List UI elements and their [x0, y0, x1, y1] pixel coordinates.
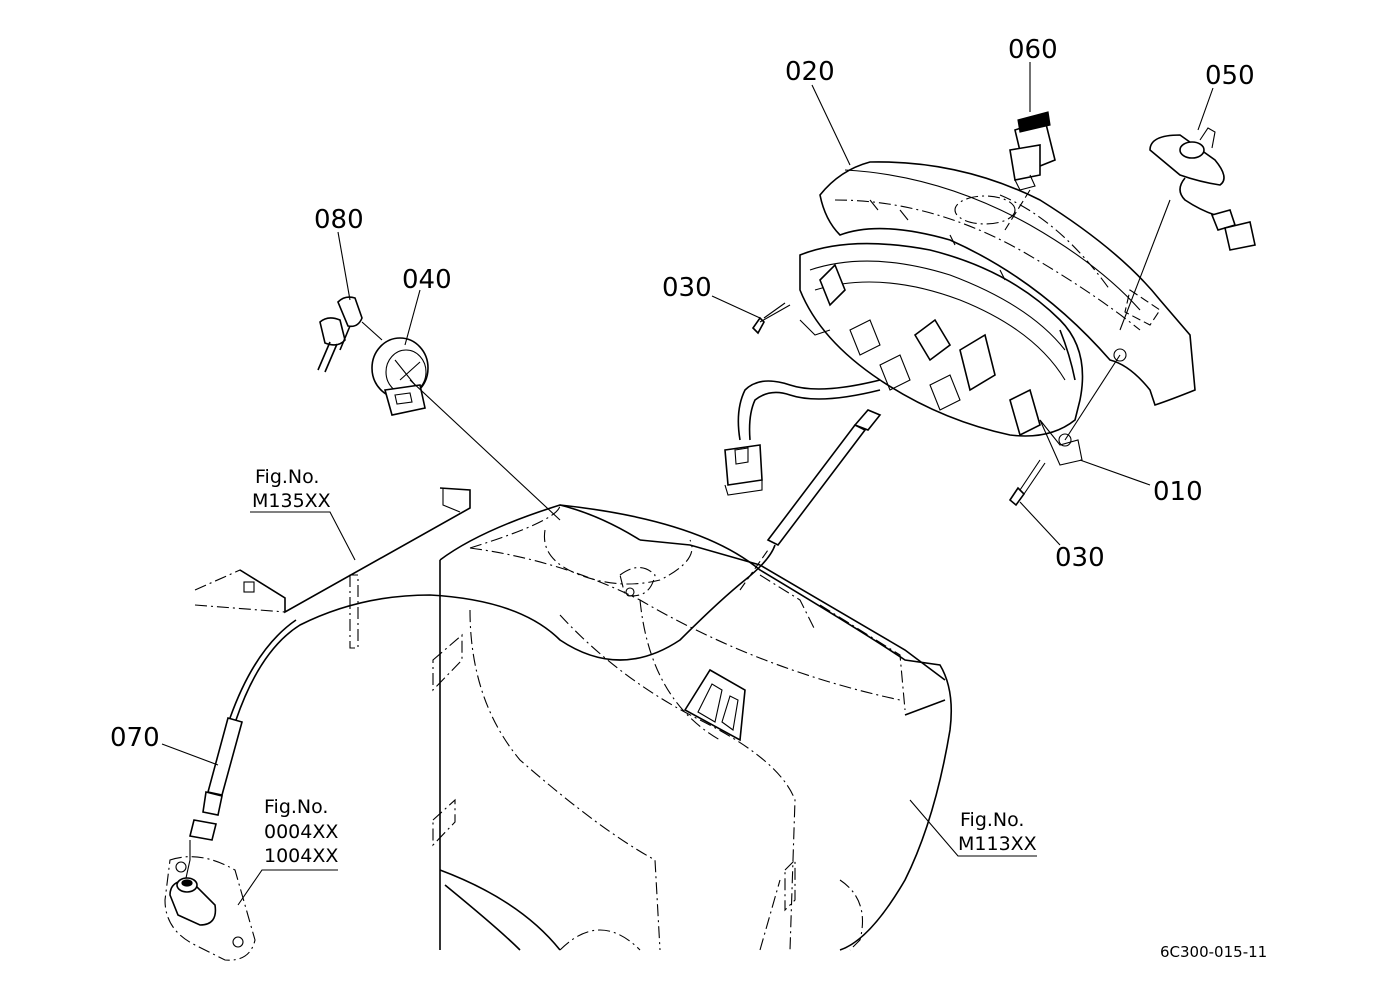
ref-m113xx-code: M113XX	[958, 833, 1037, 855]
part-number-070: 070	[110, 723, 160, 753]
meter-panel-010	[799, 242, 1127, 466]
ref-m113xx-title: Fig.No.	[960, 809, 1024, 831]
ref-0004xx-title: Fig.No.	[264, 796, 328, 818]
ref-m135xx: Fig.No. M135XX	[250, 466, 356, 561]
label-030-lower: 030	[1019, 501, 1105, 573]
label-020: 020	[785, 57, 851, 166]
label-060: 060	[1008, 35, 1058, 112]
label-080: 080	[314, 205, 364, 301]
part-number-020: 020	[785, 57, 835, 87]
ref-m135xx-title: Fig.No.	[255, 466, 319, 488]
tach-cable-070	[189, 409, 882, 841]
part-number-080: 080	[314, 205, 364, 235]
dashboard-body	[432, 504, 953, 951]
label-070: 070	[110, 723, 219, 766]
screw-030-lower	[1008, 459, 1046, 507]
keys-080	[317, 296, 383, 373]
label-050: 050	[1197, 61, 1255, 131]
ref-0004xx-code1: 0004XX	[264, 821, 338, 843]
meter-panel-cover-020	[819, 161, 1196, 407]
part-number-040: 040	[402, 265, 452, 295]
part-number-050: 050	[1205, 61, 1255, 91]
part-number-060: 060	[1008, 35, 1058, 65]
ref-0004xx: Fig.No. 0004XX 1004XX	[237, 796, 338, 906]
part-number-030-lower: 030	[1055, 543, 1105, 573]
switch-060	[1004, 111, 1056, 231]
drawing-code: 6C300-015-11	[1160, 943, 1267, 961]
ref-0004xx-code2: 1004XX	[264, 845, 338, 867]
meter-harness	[724, 379, 881, 496]
part-number-030-upper: 030	[662, 273, 712, 303]
part-number-010: 010	[1153, 477, 1203, 507]
label-010: 010	[1079, 459, 1203, 507]
sender-flange	[164, 840, 256, 961]
label-030-upper: 030	[662, 273, 761, 319]
ref-m135xx-code: M135XX	[252, 490, 331, 512]
ref-m113xx: Fig.No. M113XX	[909, 799, 1037, 857]
key-switch-040	[371, 337, 429, 416]
frame-bracket	[194, 487, 471, 649]
label-040: 040	[402, 265, 452, 346]
key-switch-050	[1149, 127, 1256, 251]
screw-030-upper	[751, 302, 791, 335]
